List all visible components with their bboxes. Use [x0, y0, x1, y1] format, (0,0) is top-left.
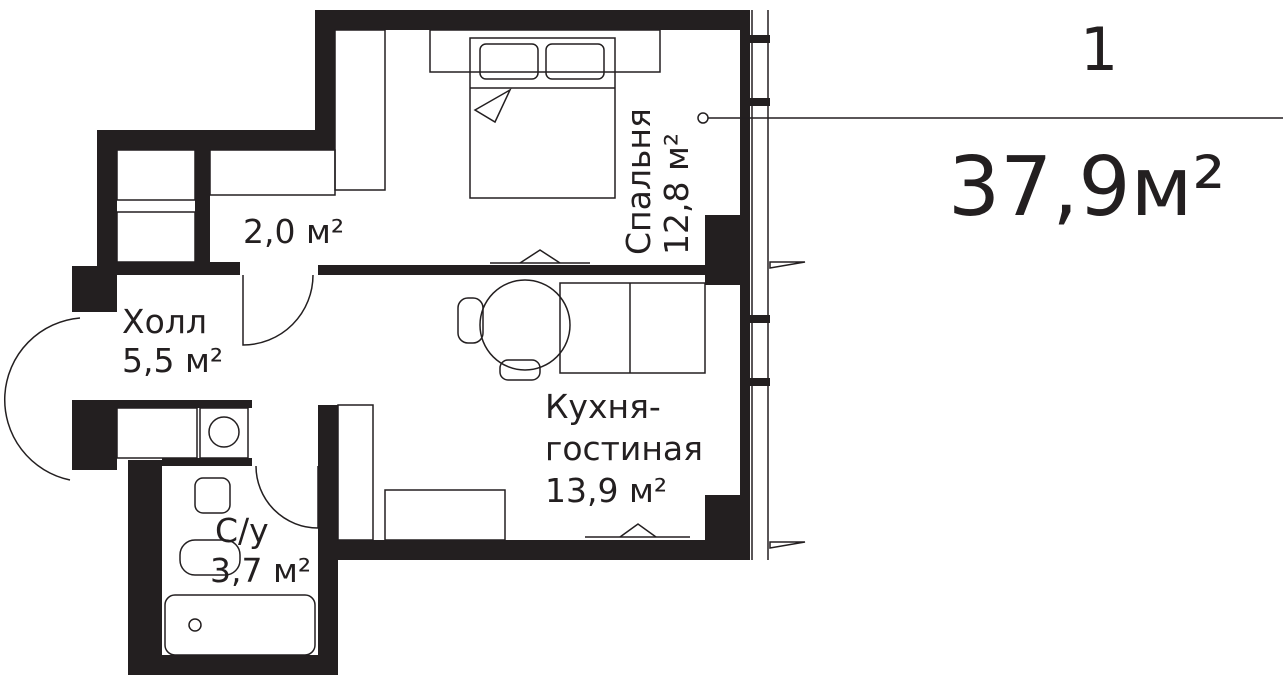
bedroom-name: Спальня	[619, 108, 658, 255]
hall-name: Холл	[122, 302, 207, 341]
doors	[4, 274, 319, 529]
total-area: 37,9м²	[948, 140, 1225, 235]
kitchen-name-line1: Кухня-	[545, 387, 661, 426]
furniture	[116, 29, 706, 656]
bedroom-area: 12,8 м²	[657, 133, 696, 255]
bedroom-label: Спальня 12,8 м²	[619, 108, 696, 255]
leader-dot	[697, 112, 709, 124]
bathroom-area: 3,7 м²	[210, 551, 311, 590]
kitchen-name-line2: гостиная	[545, 429, 703, 468]
kitchen-area: 13,9 м²	[545, 471, 667, 510]
walls	[72, 10, 750, 675]
apartment-number: 1	[1080, 15, 1118, 85]
windows	[490, 10, 806, 560]
bathroom-name: С/у	[215, 511, 269, 550]
wardrobe-area: 2,0 м²	[243, 212, 344, 251]
hall-area: 5,5 м²	[122, 341, 223, 380]
